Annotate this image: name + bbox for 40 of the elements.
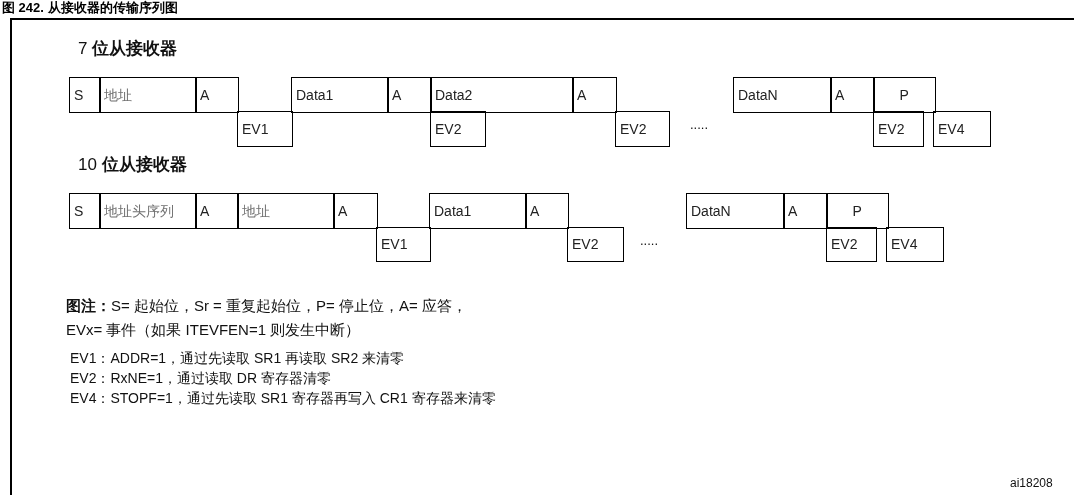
ellipsis: ..... [690,117,709,134]
sequence-cell: EV2 [873,111,924,147]
sequence-cell: EV4 [933,111,991,147]
section-heading: 10 位从接收器 [78,154,187,176]
sequence-cell: A [387,77,432,113]
sequence-cell: A [783,193,828,229]
sequence-cell: EV2 [826,227,877,262]
sequence-cell: 地址 [237,193,335,229]
section-heading: 7 位从接收器 [78,38,178,60]
figure-id: ai18208 [1010,476,1053,491]
sequence-cell: EV1 [376,227,431,262]
note-text: EVx= 事件（如果 ITEVFEN=1 则发生中断） [66,321,361,340]
sequence-cell: S [69,193,101,229]
note-text: EV2：RxNE=1，通过读取 DR 寄存器清零 [70,370,331,388]
sequence-cell: A [525,193,569,229]
note-text: EV4：STOPF=1，通过先读取 SR1 寄存器再写入 CR1 寄存器来清零 [70,390,496,408]
sequence-cell: A [333,193,378,229]
note-text: 图注：S= 起始位，Sr = 重复起始位，P= 停止位，A= 应答， [66,297,467,316]
sequence-cell: Data1 [429,193,527,229]
sequence-cell: Data2 [430,77,574,113]
sequence-cell: 地址 [99,77,197,113]
sequence-cell: EV2 [567,227,624,262]
sequence-cell: S [69,77,101,113]
sequence-cell: P [873,77,936,113]
sequence-cell: Data1 [291,77,389,113]
sequence-cell: DataN [733,77,832,113]
sequence-cell: DataN [686,193,785,229]
sequence-cell: EV2 [615,111,670,147]
sequence-cell: A [830,77,875,113]
sequence-cell: EV2 [430,111,486,147]
ellipsis: ..... [640,233,659,250]
sequence-cell: EV4 [886,227,944,262]
note-text: EV1：ADDR=1，通过先读取 SR1 再读取 SR2 来清零 [70,350,405,368]
sequence-cell: A [195,77,239,113]
sequence-cell: A [195,193,239,229]
sequence-cell: EV1 [237,111,293,147]
sequence-cell: P [826,193,889,229]
sequence-cell: A [572,77,617,113]
figure-title: 图 242. 从接收器的传输序列图 [2,0,178,16]
sequence-cell: 地址头序列 [99,193,197,229]
